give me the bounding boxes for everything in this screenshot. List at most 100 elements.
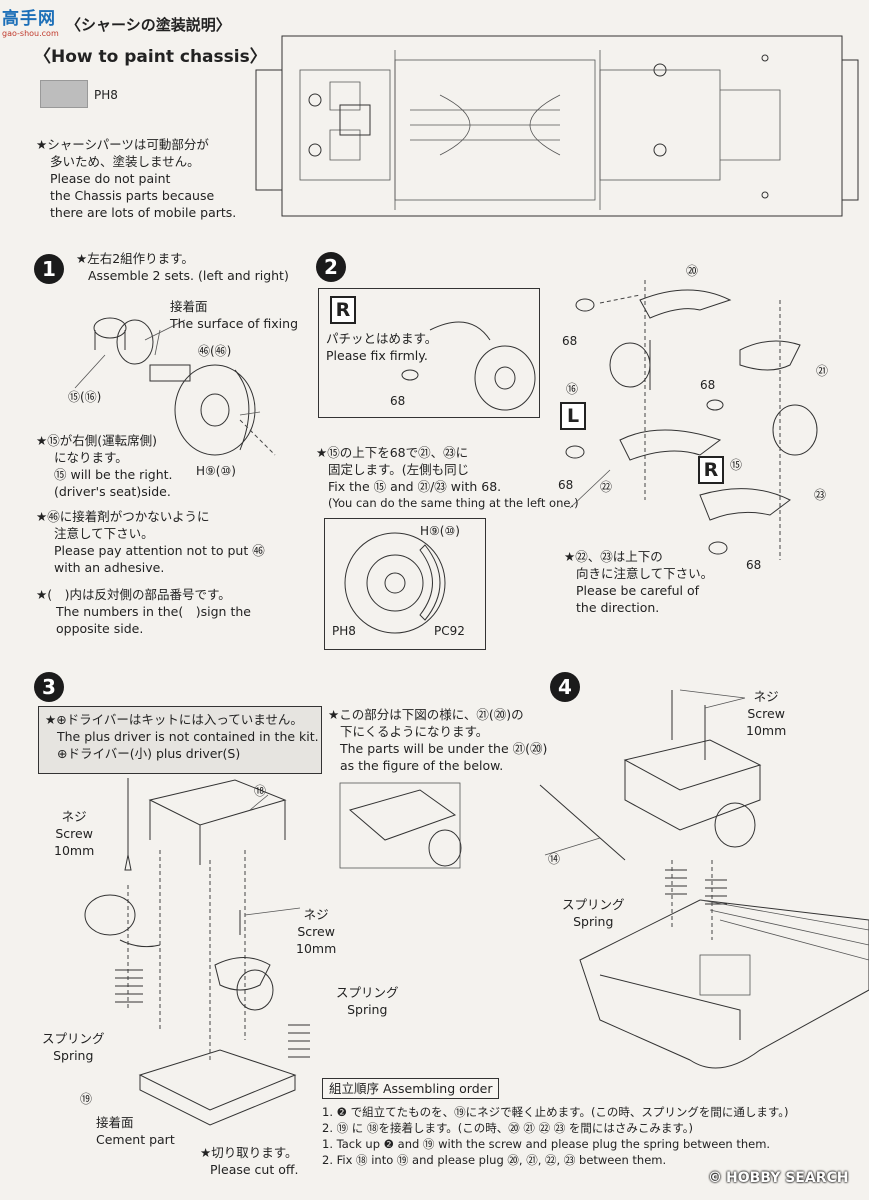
spring-label-1: スプリング Spring xyxy=(42,1030,105,1064)
step1-line: Assemble 2 sets. (left and right) xyxy=(88,268,289,283)
screw-label-2: ネジ Screw 10mm xyxy=(296,906,336,957)
section-title-en: 〈How to paint chassis〉 xyxy=(34,47,267,67)
swatch-code: PH8 xyxy=(94,88,118,102)
cut-jp: ★切り取ります。 xyxy=(200,1145,298,1160)
note-line: 下にくるようになります。 xyxy=(340,724,489,739)
note-line: the direction. xyxy=(576,600,660,615)
letter-r: R xyxy=(698,456,724,484)
part-23: ㉓ xyxy=(814,488,827,502)
note-line: 固定します。(左側も同じ xyxy=(328,462,470,477)
note-line: The numbers in the( )sign the xyxy=(56,604,251,619)
step1-note-paren: ★( )内は反対側の部品番号です。 The numbers in the( )s… xyxy=(36,586,251,637)
spring-jp: スプリング xyxy=(562,897,625,912)
order-title: 組立順序 Assembling order xyxy=(322,1078,500,1099)
spring-en: Spring xyxy=(347,1002,388,1017)
order-line: 1. ❷ で組立てたものを、⑲にネジで軽く止めます。(この時、スプリングを間に通… xyxy=(322,1105,789,1119)
fix-label-jp: 接着面 xyxy=(170,299,208,314)
part-19: ⑲ xyxy=(80,1092,93,1106)
step2-inset-text: パチッとはめます。 Please fix firmly. xyxy=(326,330,437,364)
part-68-c: 68 xyxy=(558,478,574,492)
disc-ph-label: PH8 xyxy=(332,624,356,638)
part-20: ⑳ xyxy=(686,264,699,278)
cement-jp: 接着面 xyxy=(96,1115,134,1130)
letter-l: L xyxy=(560,402,586,430)
note-line: ★シャーシパーツは可動部分が xyxy=(36,137,209,152)
logo-sub: gao-shou.com xyxy=(2,29,59,38)
leader-lines xyxy=(74,319,746,916)
order-steps: 1. ❷ で組立てたものを、⑲にネジで軽く止めます。(この時、スプリングを間に通… xyxy=(322,1104,789,1168)
step-1-badge: 1 xyxy=(34,254,64,284)
note-line: ★⑮が右側(運転席側) xyxy=(36,433,157,448)
step1-line: ★左右2組作ります。 xyxy=(76,251,194,266)
step1-note-67: ★㊻に接着剤がつかないように 注意して下さい。 Please pay atten… xyxy=(36,508,265,576)
step4-spring-label: スプリング Spring xyxy=(562,896,625,930)
screw-en: Screw xyxy=(55,826,93,841)
screw-jp: ネジ xyxy=(753,689,779,704)
part-68-a: 68 xyxy=(562,334,578,348)
note-line: ★( )内は反対側の部品番号です。 xyxy=(36,587,231,602)
step4-screw-label: ネジ Screw 10mm xyxy=(746,688,786,739)
order-line: 1. Tack up ❷ and ⑲ with the screw and pl… xyxy=(322,1137,771,1151)
screw-en: Screw xyxy=(747,706,785,721)
note-line: ★㉒、㉓は上下の xyxy=(564,549,663,564)
part-h9-label: H⑨(⑩) xyxy=(196,464,236,478)
note-line: opposite side. xyxy=(56,621,144,636)
note-line: ★この部分は下図の様に、㉑(⑳)の xyxy=(328,707,524,722)
logo-text: 高手网 xyxy=(2,9,56,29)
note-line: ★㊻に接着剤がつかないように xyxy=(36,509,210,524)
note-line: ⑮ will be the right. xyxy=(54,467,173,482)
note-line: (driver's seat)side. xyxy=(54,484,171,499)
step2-disc-drawing xyxy=(344,532,446,634)
note-line: with an adhesive. xyxy=(54,560,165,575)
note-line: the Chassis parts because xyxy=(50,188,215,203)
step3-note: ★この部分は下図の様に、㉑(⑳)の 下にくるようになります。 The parts… xyxy=(328,706,547,774)
note-line: 多いため、塗装しません。 xyxy=(50,154,200,169)
disc-pc-label: PC92 xyxy=(434,624,465,638)
section-title-jp: 〈シャーシの塗装説明〉 xyxy=(66,16,231,34)
screw-jp: ネジ xyxy=(61,809,87,824)
box-line: The plus driver is not contained in the … xyxy=(57,729,319,744)
note-chassis: ★シャーシパーツは可動部分が 多いため、塗装しません。 Please do no… xyxy=(36,136,236,221)
paint-swatch xyxy=(40,80,88,108)
cut-label: ★切り取ります。 Please cut off. xyxy=(200,1144,298,1178)
order-line: 2. Fix ⑱ into ⑲ and please plug ⑳, ㉑, ㉒,… xyxy=(322,1153,667,1167)
part-15: ⑮ xyxy=(730,458,743,472)
inset-line: Please fix firmly. xyxy=(326,348,428,363)
step-4-badge: 4 xyxy=(550,672,580,702)
copyright-icon: © xyxy=(708,1170,722,1186)
part-22: ㉒ xyxy=(600,480,613,494)
note-line: Fix the ⑮ and ㉑/㉓ with 68. xyxy=(328,479,502,494)
chassis-drawing xyxy=(255,35,859,217)
note-line: as the figure of the below. xyxy=(340,758,504,773)
spring-en: Spring xyxy=(53,1048,94,1063)
spring-en: Spring xyxy=(573,914,614,929)
step1-drawing xyxy=(93,317,276,456)
step4-drawing xyxy=(539,690,869,1069)
screw-jp: ネジ xyxy=(303,907,329,922)
site-logo: 高手网 gao-shou.com xyxy=(2,4,76,38)
part-16: ⑯ xyxy=(566,382,579,396)
cement-label: 接着面 Cement part xyxy=(96,1114,175,1148)
driver-note-box: ★⊕ドライバーはキットには入っていません。 The plus driver is… xyxy=(38,706,322,774)
fix-label-en: The surface of fixing xyxy=(170,316,299,331)
spring-label-2: スプリング Spring xyxy=(336,984,399,1018)
step-3-badge: 3 xyxy=(34,672,64,702)
part-68-b: 68 xyxy=(700,378,716,392)
screw-size: 10mm xyxy=(296,941,337,956)
note-line: になります。 xyxy=(54,450,128,465)
part-68-d: 68 xyxy=(746,558,762,572)
screw-size: 10mm xyxy=(54,843,95,858)
note-line: The parts will be under the ㉑(⑳) xyxy=(340,741,548,756)
brand-text: HOBBY SEARCH xyxy=(726,1170,849,1186)
screw-en: Screw xyxy=(297,924,335,939)
step2-inset-box xyxy=(318,288,540,418)
note-line: 向きに注意して下さい。 xyxy=(576,566,714,581)
note-line: Please do not paint xyxy=(50,171,171,186)
note-line: there are lots of mobile parts. xyxy=(50,205,237,220)
part-14: ⑭ xyxy=(548,852,561,866)
step-2-badge: 2 xyxy=(316,252,346,282)
note-line: Please pay attention not to put ㊻ xyxy=(54,543,265,558)
inset-line: パチッとはめます。 xyxy=(326,331,438,346)
step1-note-15: ★⑮が右側(運転席側) になります。 ⑮ will be the right. … xyxy=(36,432,173,500)
